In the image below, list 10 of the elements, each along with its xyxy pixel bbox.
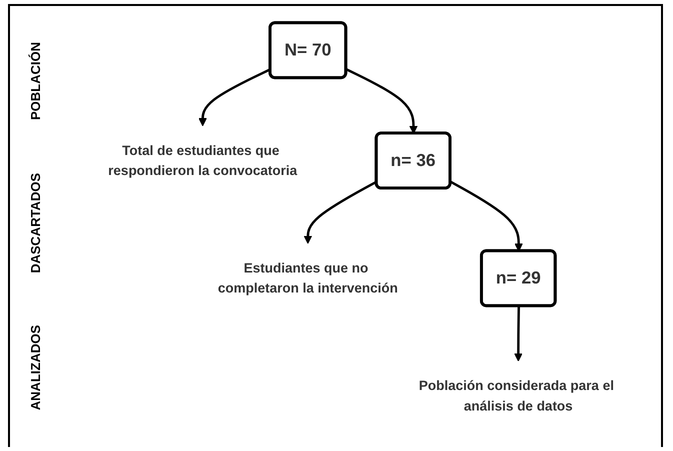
section-label: ANALIZADOS xyxy=(28,325,42,411)
section-label: DASCARTADOS xyxy=(28,172,42,273)
node-text: Total de estudiantes que respondieron la convocatoria xyxy=(108,142,298,178)
arrow xyxy=(514,306,523,362)
node-text: Estudiantes que no completaron la intervención xyxy=(218,260,398,296)
node-text: Población considerada para el análisis de datos xyxy=(418,377,614,414)
arrow xyxy=(450,180,523,252)
flowchart: N= 70 Total de estudiantes que respondieron la convocatoria n= 36 Estudiantes que no completaron la intervención n= 29 Población considerada para el análisis de datos xyxy=(60,14,661,438)
arrow xyxy=(346,68,418,134)
section-label: POBLACIÓN xyxy=(28,42,42,120)
